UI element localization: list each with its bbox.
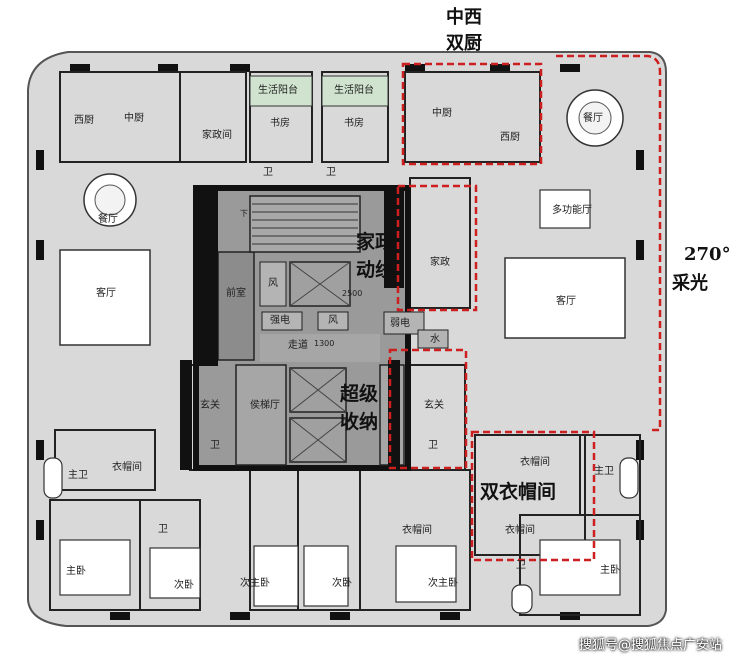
- room-study-right: 书房: [344, 118, 364, 129]
- interior-walls: [49, 71, 641, 616]
- room-west-kitchen-right: 西厨: [500, 132, 520, 143]
- room-wind-2: 风: [328, 315, 338, 326]
- room-front-room: 前室: [226, 288, 246, 299]
- balcony-right: [321, 75, 389, 107]
- stair-treads: [252, 203, 358, 245]
- elevator-cross-lines: [289, 261, 351, 463]
- watermark: 搜狐号@搜狐焦点广安站: [578, 638, 722, 653]
- corridor-area: [260, 334, 380, 362]
- room-wardrobe-right-bottom: 衣帽间: [505, 525, 535, 536]
- room-wc-4: 卫: [428, 440, 438, 451]
- room-wc-3: 卫: [210, 440, 220, 451]
- room-second-bed-left: 次卧: [174, 580, 194, 591]
- room-master-bath-right: 主卫: [594, 466, 614, 477]
- bathtub-right: [619, 457, 639, 499]
- annotation-daylight-text: 采光: [672, 273, 708, 294]
- annotation-double-wardrobe: 双衣帽间: [480, 481, 557, 503]
- dining-table-left: [83, 173, 137, 227]
- room-wc-1: 卫: [263, 167, 273, 178]
- room-living-left: 客厅: [96, 288, 116, 299]
- room-dining-left: 餐厅: [98, 214, 118, 225]
- room-housekeeping-right: 家政: [430, 257, 450, 268]
- annotation-double-kitchen-line1: 中西: [446, 7, 482, 28]
- room-wc-2: 卫: [326, 167, 336, 178]
- room-chinese-kitchen-right: 中厨: [432, 108, 452, 119]
- elevator-hall: [235, 364, 287, 466]
- annotation-storage-line1: 超级: [340, 383, 379, 405]
- room-corridor: 走道: [288, 340, 308, 351]
- weak-electric-room: [383, 311, 425, 335]
- bathtub-left: [43, 457, 63, 499]
- room-housekeeping-left: 家政间: [202, 130, 232, 141]
- highlight-zones: [388, 54, 662, 562]
- annotation-housekeeping-line2: 动线: [356, 259, 395, 281]
- strong-electric-room: [261, 311, 303, 331]
- room-foyer-left: 玄关: [200, 400, 220, 411]
- annotation-storage-line2: 收纳: [340, 411, 379, 433]
- room-second-bed-mid: 次卧: [332, 578, 352, 589]
- core-heavy-walls: [180, 188, 404, 470]
- room-chinese-kitchen-left: 中厨: [124, 113, 144, 124]
- room-bath-right: 卫: [516, 560, 526, 571]
- bed-master-left: [59, 539, 131, 596]
- water-shaft: [417, 329, 449, 349]
- room-weak-electric: 弱电: [390, 318, 410, 329]
- dimension-2500: 2500: [342, 289, 363, 298]
- room-balcony-right: 生活阳台: [334, 85, 374, 96]
- stair: [249, 195, 361, 253]
- bed-master-right: [539, 539, 621, 596]
- room-wind-1: 风: [268, 278, 278, 289]
- room-foyer-right: 玄关: [424, 400, 444, 411]
- wind-shaft-1: [259, 261, 287, 307]
- sofa-left: [59, 249, 151, 346]
- room-study-left: 书房: [270, 118, 290, 129]
- room-west-kitchen-left: 西厨: [74, 115, 94, 126]
- bed-second-mid: [303, 545, 349, 607]
- room-dining-right: 餐厅: [583, 113, 603, 124]
- room-wardrobe-mid: 衣帽间: [402, 525, 432, 536]
- stair-down-mark: 下: [240, 209, 248, 218]
- bed-second-left: [149, 547, 201, 599]
- annotation-double-kitchen-line2: 双厨: [446, 33, 482, 54]
- room-strong-electric: 强电: [270, 315, 290, 326]
- room-wardrobe-right-top: 衣帽间: [520, 457, 550, 468]
- bed-second-master-2: [395, 545, 457, 603]
- room-master-bed-right: 主卧: [600, 565, 620, 576]
- room-second-master-2: 次主卧: [428, 578, 458, 589]
- room-wardrobe-left: 衣帽间: [112, 462, 142, 473]
- room-elevator-hall: 侯梯厅: [250, 400, 280, 411]
- room-master-bed-left: 主卧: [66, 566, 86, 577]
- sofa-right: [504, 257, 626, 339]
- room-second-master-1: 次主卧: [240, 578, 270, 589]
- dining-table-right: [566, 89, 624, 147]
- room-bath-left: 卫: [158, 524, 168, 535]
- balcony-left: [249, 75, 313, 107]
- annotation-daylight-degree: 270°: [684, 244, 731, 265]
- room-master-bath-left: 主卫: [68, 470, 88, 481]
- bed-second-master-1: [253, 545, 299, 607]
- bathtub-bottom: [511, 584, 533, 614]
- core-front-room: [217, 251, 255, 361]
- annotation-housekeeping-line1: 家政: [356, 231, 395, 253]
- dimension-1300: 1300: [314, 339, 335, 348]
- wind-shaft-2: [317, 311, 349, 331]
- room-balcony-left: 生活阳台: [258, 85, 298, 96]
- multi-function-table: [539, 189, 591, 229]
- room-multi-function: 多功能厅: [552, 205, 592, 216]
- room-living-right: 客厅: [556, 296, 576, 307]
- room-water: 水: [430, 334, 440, 345]
